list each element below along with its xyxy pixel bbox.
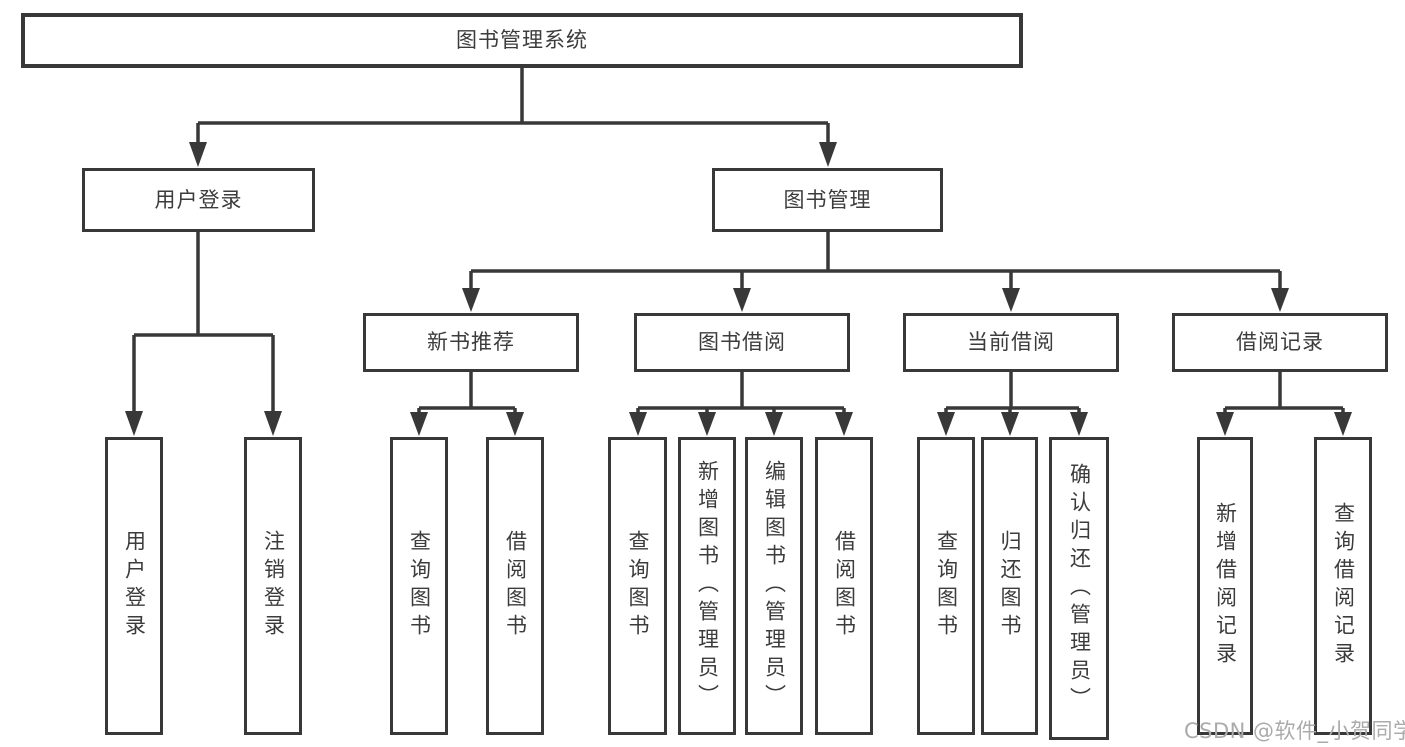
node-label: 查询图书	[934, 530, 959, 642]
leaf-edit-books-admin: 编辑图书（管理员）	[745, 437, 803, 735]
node-label: 用户登录	[154, 187, 243, 212]
node-label: 图书管理	[783, 187, 872, 212]
node-label: 查询图书	[626, 530, 650, 642]
leaf-borrow-books-nb: 借阅图书	[486, 437, 544, 735]
leaf-add-borrow-record: 新增借阅记录	[1197, 437, 1253, 735]
node-label: 借阅记录	[1236, 330, 1324, 354]
node-new-book-recommendation: 新书推荐	[363, 313, 579, 372]
leaf-query-books-nb: 查询图书	[390, 437, 448, 735]
node-borrowing-records: 借阅记录	[1172, 313, 1388, 372]
node-book-borrowing: 图书借阅	[634, 313, 850, 372]
leaf-logout: 注销登录	[244, 437, 302, 735]
node-label: 图书借阅	[698, 330, 786, 354]
node-label: 新增借阅记录	[1213, 502, 1238, 670]
node-label: 编辑图书（管理员）	[762, 460, 787, 712]
node-label: 图书管理系统	[456, 28, 588, 52]
leaf-query-borrow-record: 查询借阅记录	[1314, 437, 1372, 735]
node-label: 借阅图书	[832, 530, 857, 642]
node-label: 用户登录	[122, 530, 147, 642]
node-current-borrowing: 当前借阅	[903, 313, 1119, 372]
leaf-query-books-cb: 查询图书	[917, 437, 975, 735]
node-book-management: 图书管理	[712, 168, 943, 232]
node-user-login: 用户登录	[82, 168, 315, 232]
leaf-borrow-books-bb: 借阅图书	[815, 437, 873, 735]
leaf-return-books: 归还图书	[981, 437, 1038, 735]
node-label: 新增图书（管理员）	[695, 460, 720, 712]
node-root-library-system: 图书管理系统	[21, 13, 1023, 68]
node-label: 查询借阅记录	[1331, 502, 1356, 670]
leaf-user-login: 用户登录	[105, 437, 163, 735]
node-label: 确认归还（管理员）	[1067, 462, 1092, 715]
leaf-confirm-return-admin: 确认归还（管理员）	[1049, 437, 1109, 740]
leaf-add-books-admin: 新增图书（管理员）	[678, 437, 736, 735]
csdn-watermark: CSDN @软件_小贺同学	[1184, 719, 1405, 743]
leaf-query-books-bb: 查询图书	[608, 437, 667, 735]
node-label: 归还图书	[998, 530, 1022, 642]
node-label: 当前借阅	[967, 330, 1055, 354]
node-label: 借阅图书	[503, 530, 528, 642]
node-label: 注销登录	[261, 530, 286, 642]
node-label: 查询图书	[407, 530, 432, 642]
node-label: 新书推荐	[427, 330, 515, 354]
